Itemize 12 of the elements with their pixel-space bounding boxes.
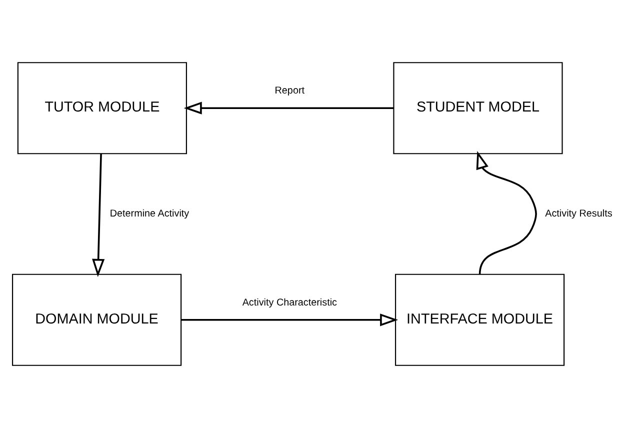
- arrow: [181, 313, 398, 326]
- edge-label: Report: [274, 85, 305, 96]
- node-box: TUTOR MODULE: [17, 62, 187, 154]
- node-box: STUDENT MODEL: [393, 62, 563, 154]
- edge-label: Determine Activity: [110, 208, 190, 220]
- node-box: INTERFACE MODULE: [394, 273, 565, 366]
- arrow: [92, 153, 105, 276]
- node-box: DOMAIN MODULE: [12, 273, 182, 366]
- arrow: [184, 101, 394, 114]
- edge-label: Activity Results: [545, 208, 612, 220]
- edge-label: Activity Characteristic: [242, 296, 338, 308]
- arrow: [476, 150, 537, 274]
